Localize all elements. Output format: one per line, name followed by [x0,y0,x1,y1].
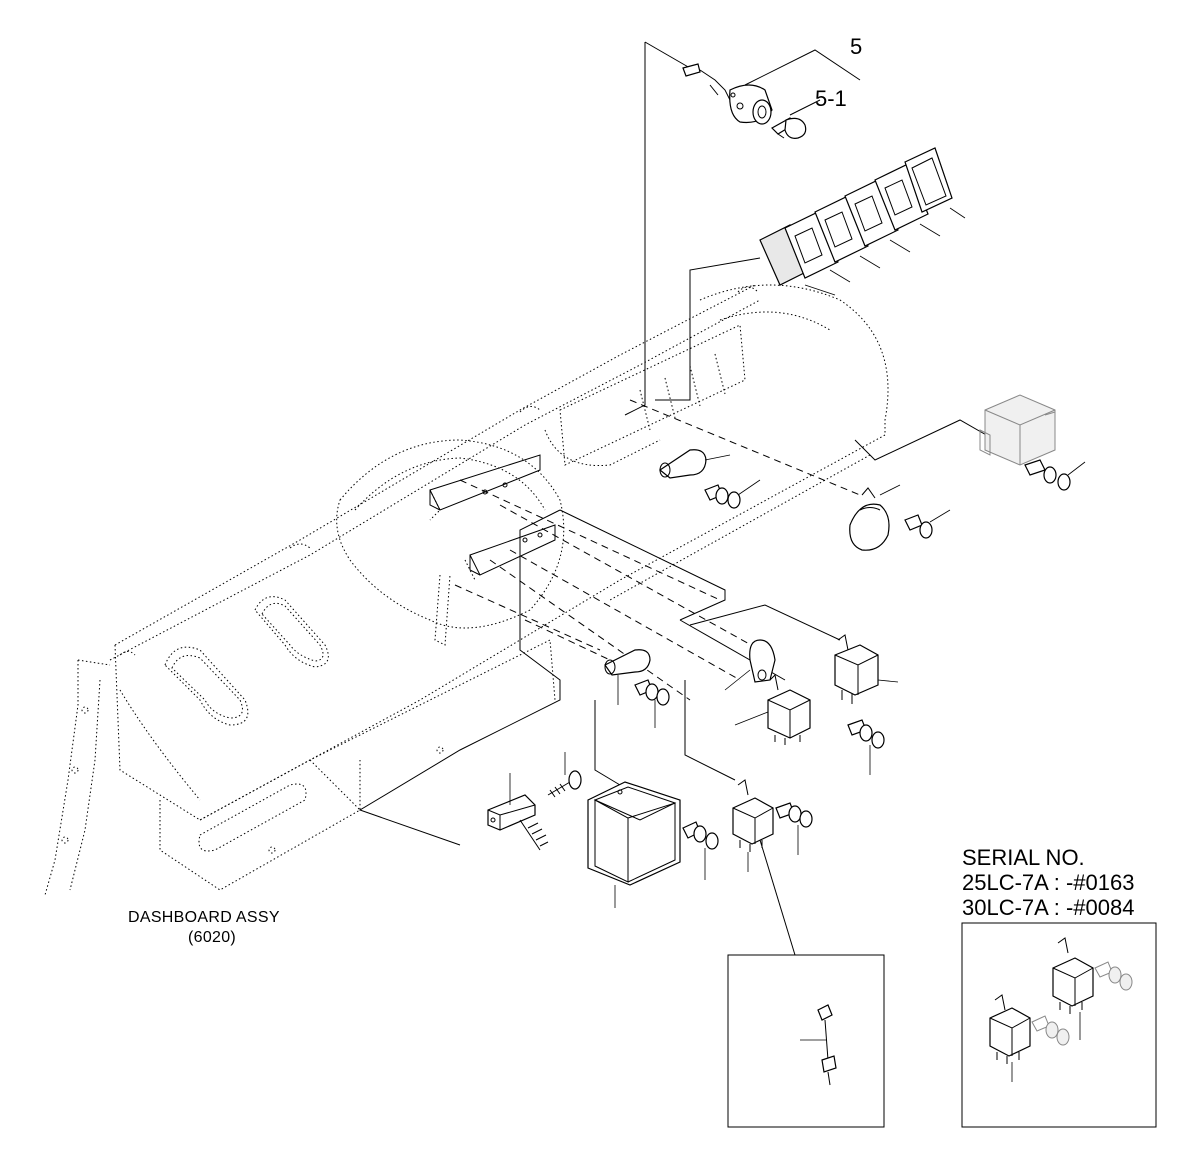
cable-clamp-middle [604,649,651,705]
serial-line-1: 25LC-7A : -#0163 [962,870,1135,895]
mounting-brackets [429,454,556,576]
bolt-relay-bottom [775,802,813,855]
serial-heading: SERIAL NO. [962,845,1085,870]
wire-detail-box [727,954,885,1128]
rocker-switch-row [759,147,966,296]
serial-detail-box [961,922,1157,1128]
harness-lines [358,41,996,956]
screw-limit-switch [547,752,582,798]
cable-clamp-upper [658,449,731,479]
dashboard-assy-code: (6020) [188,929,237,946]
bolt-middle [634,679,670,728]
bolt-upper [704,479,761,509]
dashboard-assembly-outline [44,284,889,896]
callout-5-1: 5-1 [815,86,847,111]
dashboard-assy-label: DASHBOARD ASSY [128,909,280,926]
key-switch-assembly [682,63,773,125]
key-5-1 [771,117,807,139]
serial-line-2: 30LC-7A : -#0084 [962,895,1135,920]
control-unit-box [587,781,681,908]
bolt-control-unit [682,821,719,880]
cable-clamp-right [724,639,776,691]
limit-switch [487,773,549,851]
relay-upper-right [834,634,899,704]
callout-5: 5 [850,34,863,59]
relay-lower-left [734,673,811,745]
flasher-relay [979,394,1086,491]
explosion-guide-lines [454,399,861,701]
bolt-relay [847,719,885,775]
buzzer [849,484,951,551]
relay-bottom [732,779,774,872]
